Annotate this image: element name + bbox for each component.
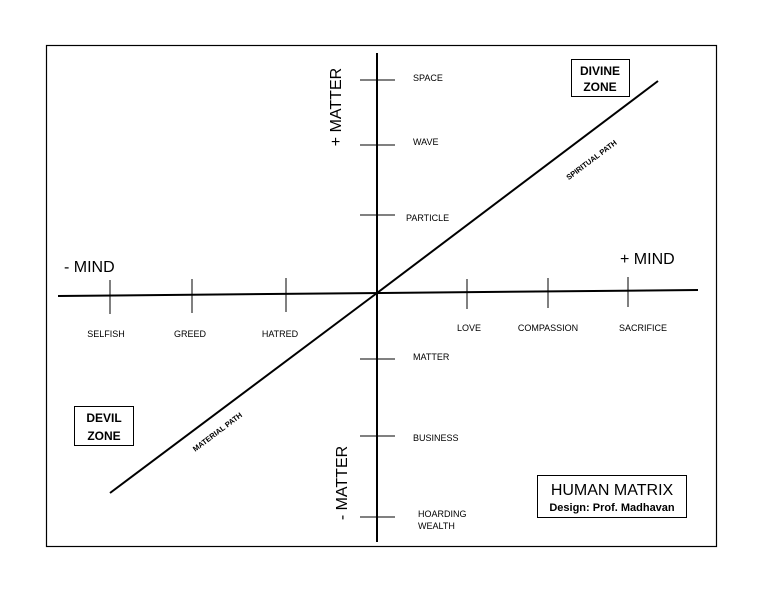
devil-zone-line2: ZONE <box>87 429 120 443</box>
material-path-line <box>109 292 378 494</box>
tick-label-business: BUSINESS <box>413 433 459 443</box>
tick-label-compassion: COMPASSION <box>518 323 578 333</box>
divine-zone-line1: DIVINE <box>580 64 620 78</box>
tick-label-hatred: HATRED <box>262 329 299 339</box>
tick-label-wealth: WEALTH <box>418 521 455 531</box>
minus-matter-label: - MATTER <box>334 446 351 520</box>
credit-box: HUMAN MATRIX Design: Prof. Madhavan <box>537 475 687 518</box>
tick-label-love: LOVE <box>457 323 481 333</box>
tick-label-particle: PARTICLE <box>406 213 449 223</box>
tick-label-selfish: SELFISH <box>87 329 125 339</box>
minus-mind-label: - MIND <box>64 259 115 276</box>
plus-matter-label: + MATTER <box>328 68 345 146</box>
tick-label-wave: WAVE <box>413 137 439 147</box>
credit-title: HUMAN MATRIX <box>551 482 674 499</box>
tick-label-hoarding: HOARDING <box>418 509 467 519</box>
divine-zone-box: DIVINE ZONE <box>571 59 630 97</box>
tick-label-greed: GREED <box>174 329 207 339</box>
outer-frame <box>45 44 718 548</box>
material-path-label: MATERIAL PATH <box>191 411 244 454</box>
devil-zone-box: DEVIL ZONE <box>74 406 134 446</box>
tick-label-space: SPACE <box>413 73 443 83</box>
tick-label-matter: MATTER <box>413 352 450 362</box>
spiritual-path-line <box>376 80 659 294</box>
divine-zone-line2: ZONE <box>583 80 616 94</box>
plus-mind-label: + MIND <box>620 251 675 268</box>
tick-label-sacrifice: SACRIFICE <box>619 323 667 333</box>
credit-subtitle: Design: Prof. Madhavan <box>549 502 675 514</box>
devil-zone-line1: DEVIL <box>86 411 121 425</box>
